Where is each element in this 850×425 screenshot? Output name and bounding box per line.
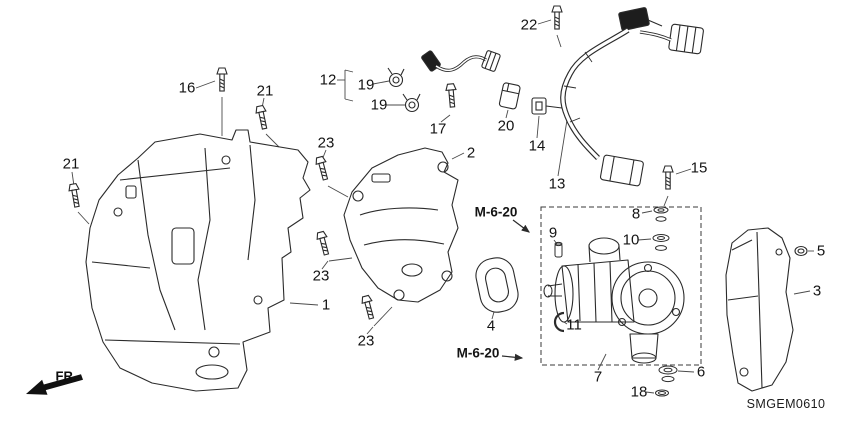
callout-22: 22 <box>520 16 538 34</box>
callout-4: 4 <box>486 317 496 335</box>
part-11-clip <box>553 311 565 333</box>
callout-20: 20 <box>497 117 515 135</box>
part-5-ring <box>794 245 808 257</box>
part-18-ring <box>655 389 669 397</box>
part-15-bolt <box>662 165 674 190</box>
part-10-grommet <box>652 234 670 251</box>
label-m620-top: M-6-20 <box>474 204 518 220</box>
part-23-bolt-b <box>315 230 332 257</box>
callout-9: 9 <box>548 224 558 242</box>
callout-18: 18 <box>630 383 648 401</box>
callout-14: 14 <box>528 137 546 155</box>
callout-23-c: 23 <box>357 332 375 350</box>
callout-10: 10 <box>622 231 640 249</box>
part-16-bolt <box>216 67 228 92</box>
dashed-boundary <box>540 206 702 366</box>
callout-23-b: 23 <box>312 267 330 285</box>
part-7-actuator <box>543 237 685 364</box>
part-20-connector <box>498 82 521 110</box>
callout-7: 7 <box>593 368 603 386</box>
callout-3: 3 <box>812 282 822 300</box>
part-3-cover <box>725 227 794 392</box>
part-22-bolt <box>551 5 563 30</box>
part-21-bolt-top <box>254 104 270 131</box>
callout-8: 8 <box>631 205 641 223</box>
fr-arrow <box>26 374 83 395</box>
fr-direction-label: FR. <box>55 368 77 384</box>
part-23-bolt-c <box>360 294 377 321</box>
callout-12: 12 <box>319 71 337 89</box>
callout-21-left: 21 <box>62 155 80 173</box>
part-21-bolt-left <box>67 182 83 209</box>
part-2-cover <box>343 147 459 303</box>
part-19-clamp-a <box>387 67 405 88</box>
callout-15: 15 <box>690 159 708 177</box>
callout-5: 5 <box>816 242 826 260</box>
callout-11: 11 <box>566 316 582 334</box>
part-19-clamp-b <box>402 93 421 113</box>
part-1-bracket <box>85 129 311 392</box>
callout-16: 16 <box>178 79 196 97</box>
label-m620-bottom: M-6-20 <box>456 345 500 361</box>
callout-19-b: 19 <box>370 96 388 114</box>
part-17-bolt <box>444 83 459 108</box>
m620-arrow-bottom <box>501 353 524 361</box>
part-13-harness <box>560 7 704 187</box>
diagram-code: SMGEM0610 <box>746 397 826 411</box>
sensor-pigtail <box>421 50 501 72</box>
callout-21-top: 21 <box>256 82 274 100</box>
callout-19-a: 19 <box>357 76 375 94</box>
callout-23-a: 23 <box>317 134 335 152</box>
callout-2: 2 <box>466 144 476 162</box>
part-8-washers <box>653 206 669 222</box>
part-23-bolt-a <box>314 155 331 182</box>
callout-1: 1 <box>321 296 331 314</box>
part-14-clip <box>531 97 563 115</box>
callout-6: 6 <box>696 363 706 381</box>
part-4-mount <box>475 257 519 313</box>
callout-17: 17 <box>429 120 447 138</box>
part-9-pin <box>554 241 563 258</box>
part-6-grommet <box>658 365 678 383</box>
leader-lines <box>71 19 814 394</box>
m620-arrow-top <box>512 219 530 233</box>
callout-13: 13 <box>548 175 566 193</box>
